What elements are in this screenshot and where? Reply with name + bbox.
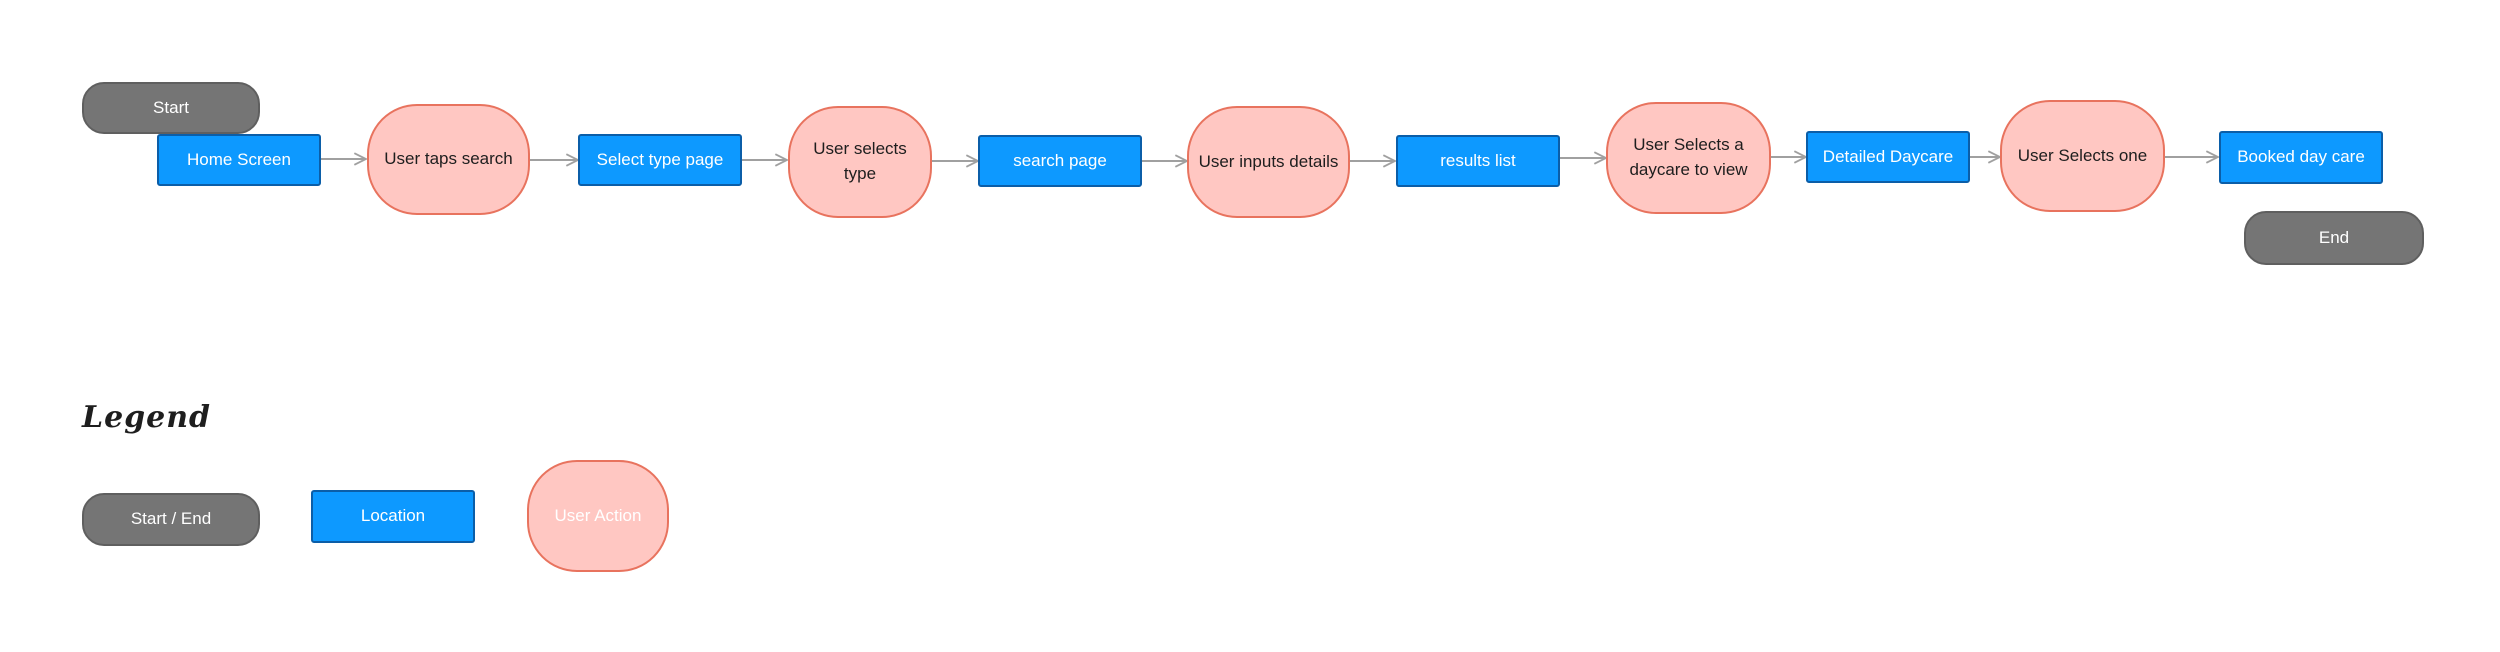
legend-user-action: User Action (527, 460, 669, 572)
action-user-taps-search: User taps search (367, 104, 530, 215)
location-home-screen: Home Screen (157, 134, 321, 186)
location-detailed-daycare: Detailed Daycare (1806, 131, 1970, 183)
action-user-selects-daycare: User Selects a daycare to view (1606, 102, 1771, 214)
start-node: Start (82, 82, 260, 134)
legend-start-end: Start / End (82, 493, 260, 546)
action-user-selects-type: User selects type (788, 106, 932, 218)
end-node: End (2244, 211, 2424, 265)
location-search-page: search page (978, 135, 1142, 187)
legend-location: Location (311, 490, 475, 543)
location-booked-day-care: Booked day care (2219, 131, 2383, 184)
legend-title: Legend (82, 400, 212, 435)
location-select-type-page: Select type page (578, 134, 742, 186)
action-user-inputs-details: User inputs details (1187, 106, 1350, 218)
location-results-list: results list (1396, 135, 1560, 187)
action-user-selects-one: User Selects one (2000, 100, 2165, 212)
